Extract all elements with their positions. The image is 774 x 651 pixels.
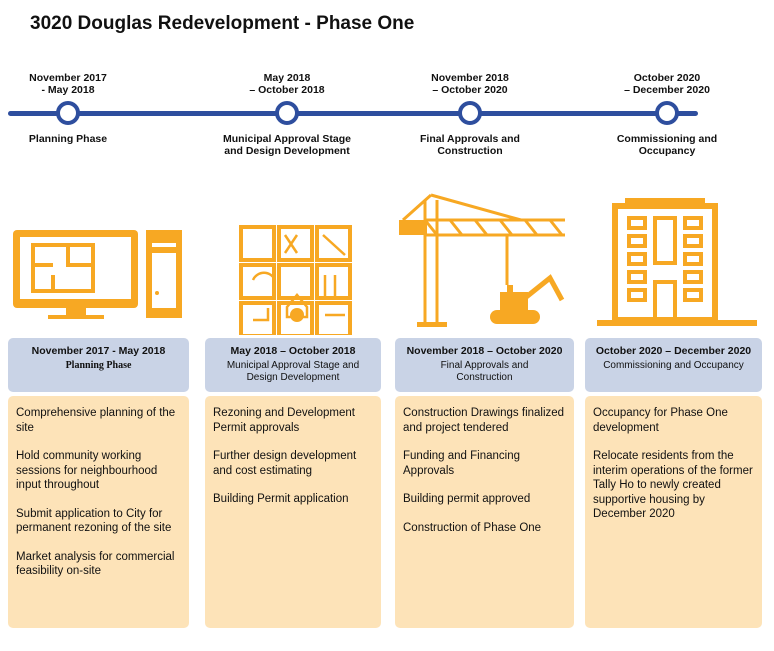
task-item: Construction Drawings finalized and proj… <box>403 407 565 434</box>
date-end: – October 2020 <box>432 84 508 96</box>
phase-tasks: Construction Drawings finalized and proj… <box>395 396 574 628</box>
task-item: Relocate residents from the interim oper… <box>593 450 753 520</box>
computer-floorplan-icon <box>8 205 188 325</box>
date-end: – December 2020 <box>624 84 710 96</box>
task-item: Further design development and cost esti… <box>213 450 357 477</box>
task-item: Building permit approved <box>403 493 531 505</box>
phase-header-date: May 2018 – October 2018 <box>230 345 356 357</box>
date-start: October 2020 <box>633 72 701 84</box>
phase-tasks: Rezoning and Development Permit approval… <box>205 396 381 628</box>
date-start: May 2018 <box>263 72 311 84</box>
task-item: Funding and Financing Approvals <box>403 450 520 477</box>
timeline-date: November 2017- May 2018 <box>0 72 153 96</box>
crane-excavator-icon <box>395 190 574 335</box>
task-item: Market analysis for commercial feasibili… <box>16 550 175 578</box>
task-item: Comprehensive planning of the site <box>16 407 176 434</box>
timeline-label: Final Approvals and Construction <box>420 133 520 157</box>
date-start: November 2018 <box>431 72 509 84</box>
timeline-label: Municipal Approval Stage and Design Deve… <box>223 133 351 157</box>
phase-header-date: October 2020 – December 2020 <box>595 345 752 357</box>
timeline-line <box>8 111 698 116</box>
timeline-label: Planning Phase <box>28 133 108 145</box>
timeline-milestone-dot <box>56 101 80 125</box>
timeline-milestone-dot <box>275 101 299 125</box>
timeline-label: Commissioning and Occupancy <box>616 133 718 157</box>
task-item: Hold community working sessions for neig… <box>16 450 158 491</box>
task-item: Construction of Phase One <box>403 521 542 534</box>
date-end: - May 2018 <box>41 84 95 96</box>
phase-header-label: Municipal Approval Stage and Design Deve… <box>226 360 360 383</box>
phase-header-label: Planning Phase <box>65 360 132 371</box>
page-title: 3020 Douglas Redevelopment - Phase One <box>30 13 415 34</box>
date-end: – October 2018 <box>249 84 325 96</box>
building-icon <box>585 190 762 335</box>
timeline-date: October 2020– December 2020 <box>582 72 752 96</box>
date-start: November 2017 <box>29 72 107 84</box>
task-item: Building Permit application <box>213 493 349 505</box>
design-tools-grid-icon <box>205 205 381 340</box>
timeline-date: November 2018– October 2020 <box>385 72 555 96</box>
task-item: Rezoning and Development Permit approval… <box>213 407 355 434</box>
phase-header-label: Final Approvals and Construction <box>440 360 529 383</box>
task-item: Submit application to City for permanent… <box>16 507 172 535</box>
timeline-date: May 2018– October 2018 <box>202 72 372 96</box>
timeline-milestone-dot <box>458 101 482 125</box>
phase-header-label: Commissioning and Occupancy <box>603 360 744 371</box>
phase-header-date: November 2017 - May 2018 <box>31 345 166 357</box>
phase-header-date: November 2018 – October 2020 <box>406 345 563 357</box>
timeline-milestone-dot <box>655 101 679 125</box>
task-item: Occupancy for Phase One development <box>593 407 728 434</box>
